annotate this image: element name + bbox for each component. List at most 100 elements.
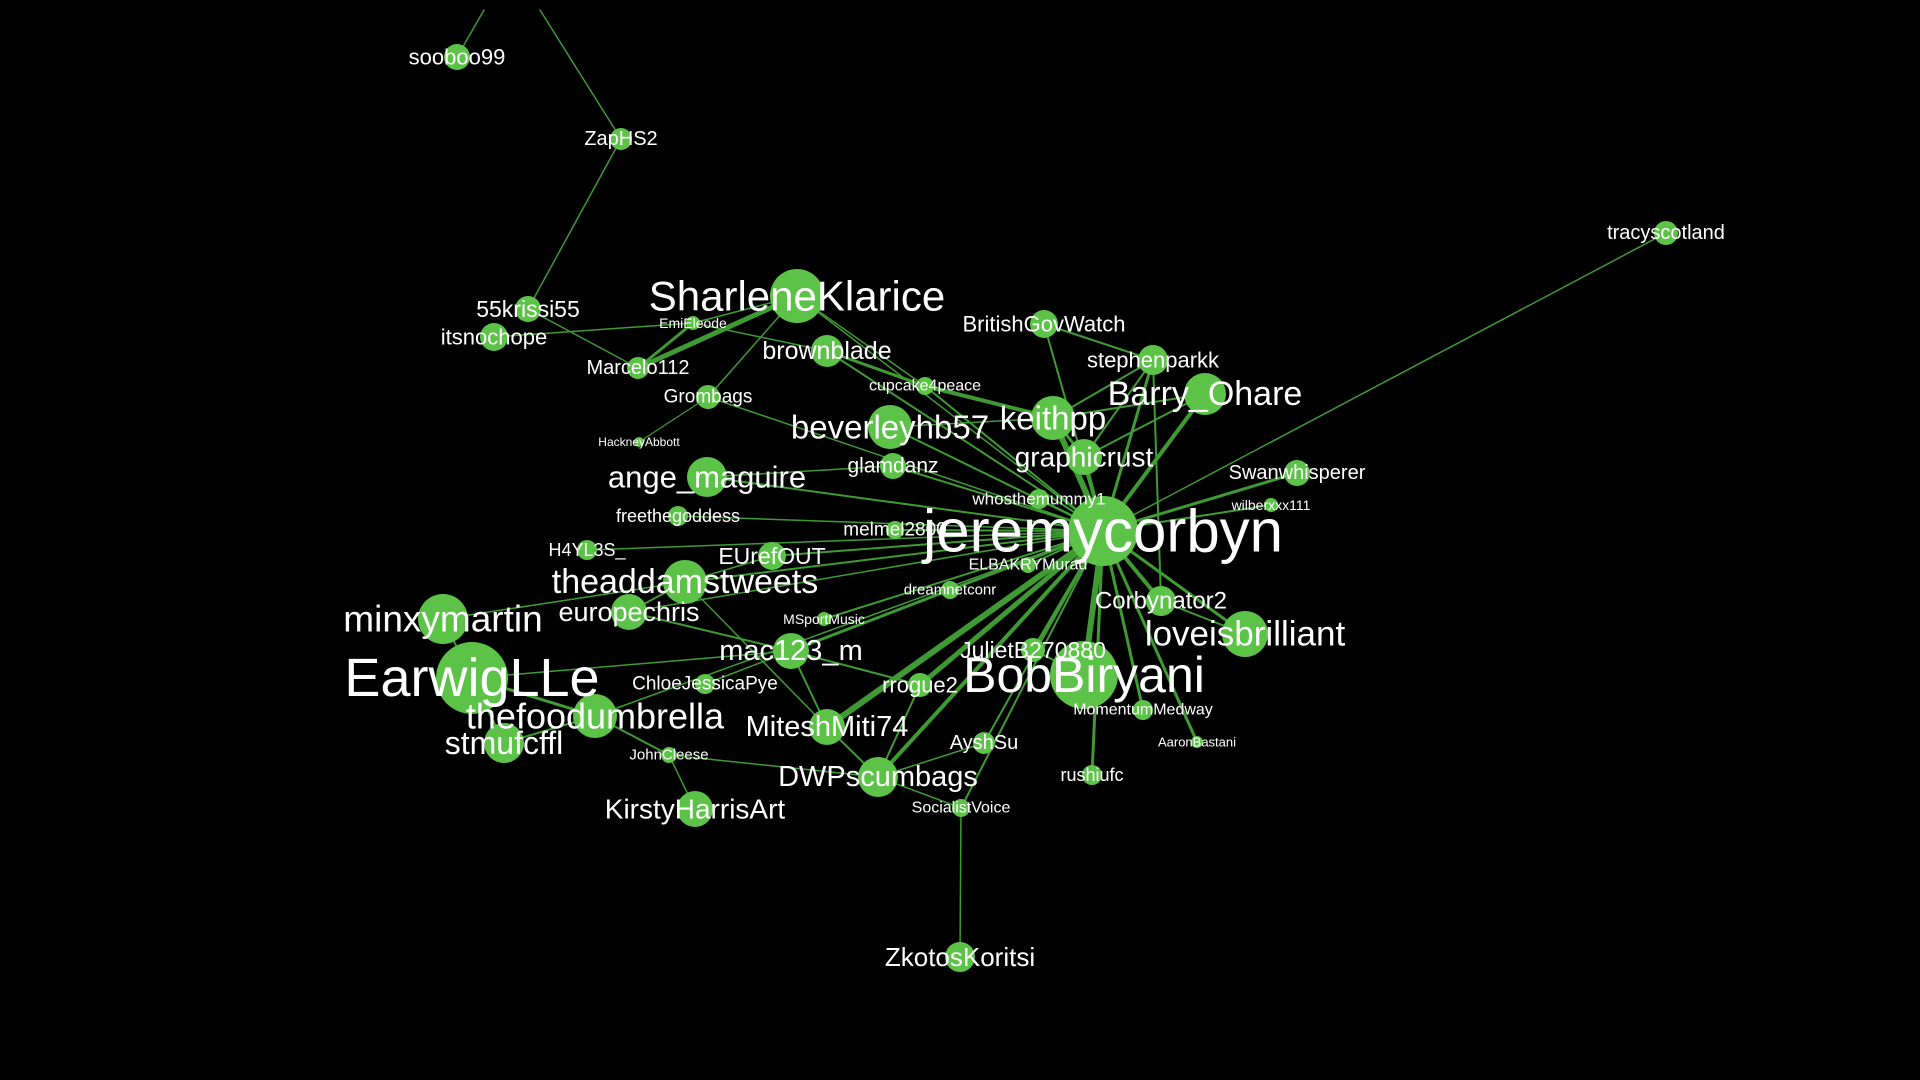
node-Marcelo112[interactable] xyxy=(627,357,649,379)
node-label-glamdanz: glamdanz xyxy=(847,455,938,478)
node-graphicrust[interactable] xyxy=(1066,439,1102,475)
node-MomentumMedway[interactable] xyxy=(1133,700,1153,720)
node-theaddamstweets[interactable] xyxy=(663,560,707,604)
node-ELBAKRYMurad[interactable] xyxy=(1020,557,1036,573)
node-Barry_Ohare[interactable] xyxy=(1184,373,1226,415)
node-tracyscotland[interactable] xyxy=(1654,221,1678,245)
node-whosthemummy1[interactable] xyxy=(1029,489,1049,509)
node-label-Swanwhisperer: Swanwhisperer xyxy=(1229,462,1366,484)
node-label-mac123_m: mac123_m xyxy=(719,635,862,667)
node-label-sooboo99: sooboo99 xyxy=(409,45,506,70)
node-glamdanz[interactable] xyxy=(880,453,906,479)
node-BritishGovWatch[interactable] xyxy=(1030,310,1058,338)
node-label-rrogue2: rrogue2 xyxy=(882,673,958,698)
node-label-BobBiryani: BobBiryani xyxy=(963,647,1205,703)
node-Swanwhisperer[interactable] xyxy=(1284,460,1310,486)
node-MiteshMiti74[interactable] xyxy=(809,709,845,745)
node-rushiufc[interactable] xyxy=(1082,765,1102,785)
edge-brownblade-jeremycorbyn xyxy=(826,350,1104,532)
edge-MiteshMiti74-jeremycorbyn xyxy=(824,528,1106,730)
node-jeremycorbyn[interactable] xyxy=(1068,496,1138,566)
edge-brownblade-cupcake4peace xyxy=(825,349,927,388)
node-loveisbrilliant[interactable] xyxy=(1222,611,1268,657)
node-thefoodumbrella[interactable] xyxy=(573,694,617,738)
node-HackneyAbbott[interactable] xyxy=(634,437,644,447)
node-EUrefOUT[interactable] xyxy=(758,542,786,570)
node-Corbynator2[interactable] xyxy=(1146,586,1176,616)
node-rrogue2[interactable] xyxy=(908,673,932,697)
edge-mac123_m-EarwigLLe xyxy=(471,650,792,679)
edge-SharleneKlarice-jeremycorbyn xyxy=(796,295,1104,532)
node-AyshSu[interactable] xyxy=(973,732,995,754)
node-label-itsnochope: itsnochope xyxy=(441,325,547,350)
node-label-MSportMusic: MSportMusic xyxy=(783,611,865,627)
node-JohnCleese[interactable] xyxy=(661,747,677,763)
node-mac123_m[interactable] xyxy=(773,633,809,669)
node-beverleyhb57[interactable] xyxy=(868,405,912,449)
node-label-thefoodumbrella: thefoodumbrella xyxy=(466,696,725,737)
edge-stephenparkk-Corbynator2 xyxy=(1152,359,1162,602)
node-itsnochope[interactable] xyxy=(480,323,508,351)
node-ChloeJessicaPye[interactable] xyxy=(695,674,715,694)
edge-theaddamstweets-minxymartin xyxy=(442,581,686,620)
node-label-AyshSu: AyshSu xyxy=(950,732,1019,754)
node-JulietB270880[interactable] xyxy=(1021,638,1045,662)
node-freethegoddess[interactable] xyxy=(668,506,688,526)
node-label-cupcake4peace: cupcake4peace xyxy=(869,378,981,395)
node-label-ChloeJessicaPye: ChloeJessicaPye xyxy=(632,674,778,695)
node-cupcake4peace[interactable] xyxy=(916,377,934,395)
node-AaronBastani[interactable] xyxy=(1191,736,1203,748)
node-label-wilberxxx111: wilberxxx111 xyxy=(1231,497,1311,513)
node-label-stephenparkk: stephenparkk xyxy=(1087,348,1220,373)
node-DWPscumbags[interactable] xyxy=(858,757,898,797)
node-stephenparkk[interactable] xyxy=(1138,345,1168,375)
edge-ChloeJessicaPye-jeremycorbyn xyxy=(704,530,1104,685)
edge-H4YL3S_-jeremycorbyn xyxy=(586,530,1104,551)
edge-brownblade-EmiEleode xyxy=(692,322,828,352)
node-label-DWPscumbags: DWPscumbags xyxy=(778,761,978,793)
edge-MSportMusic-jeremycorbyn xyxy=(823,530,1104,620)
edge-cupcake4peace-jeremycorbyn xyxy=(924,385,1104,532)
node-label-SharleneKlarice: SharleneKlarice xyxy=(649,273,946,320)
edge-BritishGovWatch-stephenparkk xyxy=(1043,323,1154,361)
node-ZkotosKoritsi[interactable] xyxy=(945,942,975,972)
node-H4YL3S_[interactable] xyxy=(577,540,597,560)
node-KirstyHarrisArt[interactable] xyxy=(677,791,713,827)
node-wilberxxx111[interactable] xyxy=(1264,498,1278,512)
node-label-stmufcffl: stmufcffl xyxy=(445,725,564,761)
node-Grombags[interactable] xyxy=(696,385,720,409)
node-label-loveisbrilliant: loveisbrilliant xyxy=(1145,615,1346,654)
edge-SocialistVoice-ZkotosKoritsi xyxy=(959,807,962,958)
node-label-minxymartin: minxymartin xyxy=(343,599,542,640)
edge-HackneyAbbott-Grombags xyxy=(638,396,709,443)
edge-AaronBastani-jeremycorbyn xyxy=(1101,529,1199,744)
node-ange_maguire[interactable] xyxy=(687,457,727,497)
edge-ZapHS2-55krissi55 xyxy=(527,138,622,310)
edge-SocialistVoice-jeremycorbyn xyxy=(960,530,1104,809)
node-label-JohnCleese: JohnCleese xyxy=(629,747,708,764)
node-dreamnetconr[interactable] xyxy=(941,581,959,599)
node-minxymartin[interactable] xyxy=(418,594,468,644)
node-SharleneKlarice[interactable] xyxy=(770,269,824,323)
node-ZapHS2[interactable] xyxy=(610,128,632,150)
node-brownblade[interactable] xyxy=(811,335,843,367)
node-label-H4YL3S_: H4YL3S_ xyxy=(548,540,626,561)
node-europechris[interactable] xyxy=(611,594,647,630)
node-SocialistVoice[interactable] xyxy=(952,799,970,817)
node-label-tracyscotland: tracyscotland xyxy=(1607,222,1725,244)
node-stmufcffl[interactable] xyxy=(484,723,524,763)
node-melmel2800[interactable] xyxy=(886,521,904,539)
edge-europechris-jeremycorbyn xyxy=(628,530,1104,613)
node-keithpp[interactable] xyxy=(1031,396,1075,440)
node-55krissi55[interactable] xyxy=(515,296,541,322)
node-MSportMusic[interactable] xyxy=(817,612,831,626)
node-EmiEleode[interactable] xyxy=(686,316,700,330)
node-sooboo99[interactable] xyxy=(444,44,470,70)
node-label-dreamnetconr: dreamnetconr xyxy=(904,582,997,599)
node-label-EmiEleode: EmiEleode xyxy=(659,315,727,331)
node-BobBiryani[interactable] xyxy=(1050,641,1118,709)
node-label-SocialistVoice: SocialistVoice xyxy=(912,800,1011,817)
labels-layer: sooboo99ZapHS2tracyscotland55krissi55its… xyxy=(343,45,1725,973)
node-EarwigLLe[interactable] xyxy=(436,642,508,714)
